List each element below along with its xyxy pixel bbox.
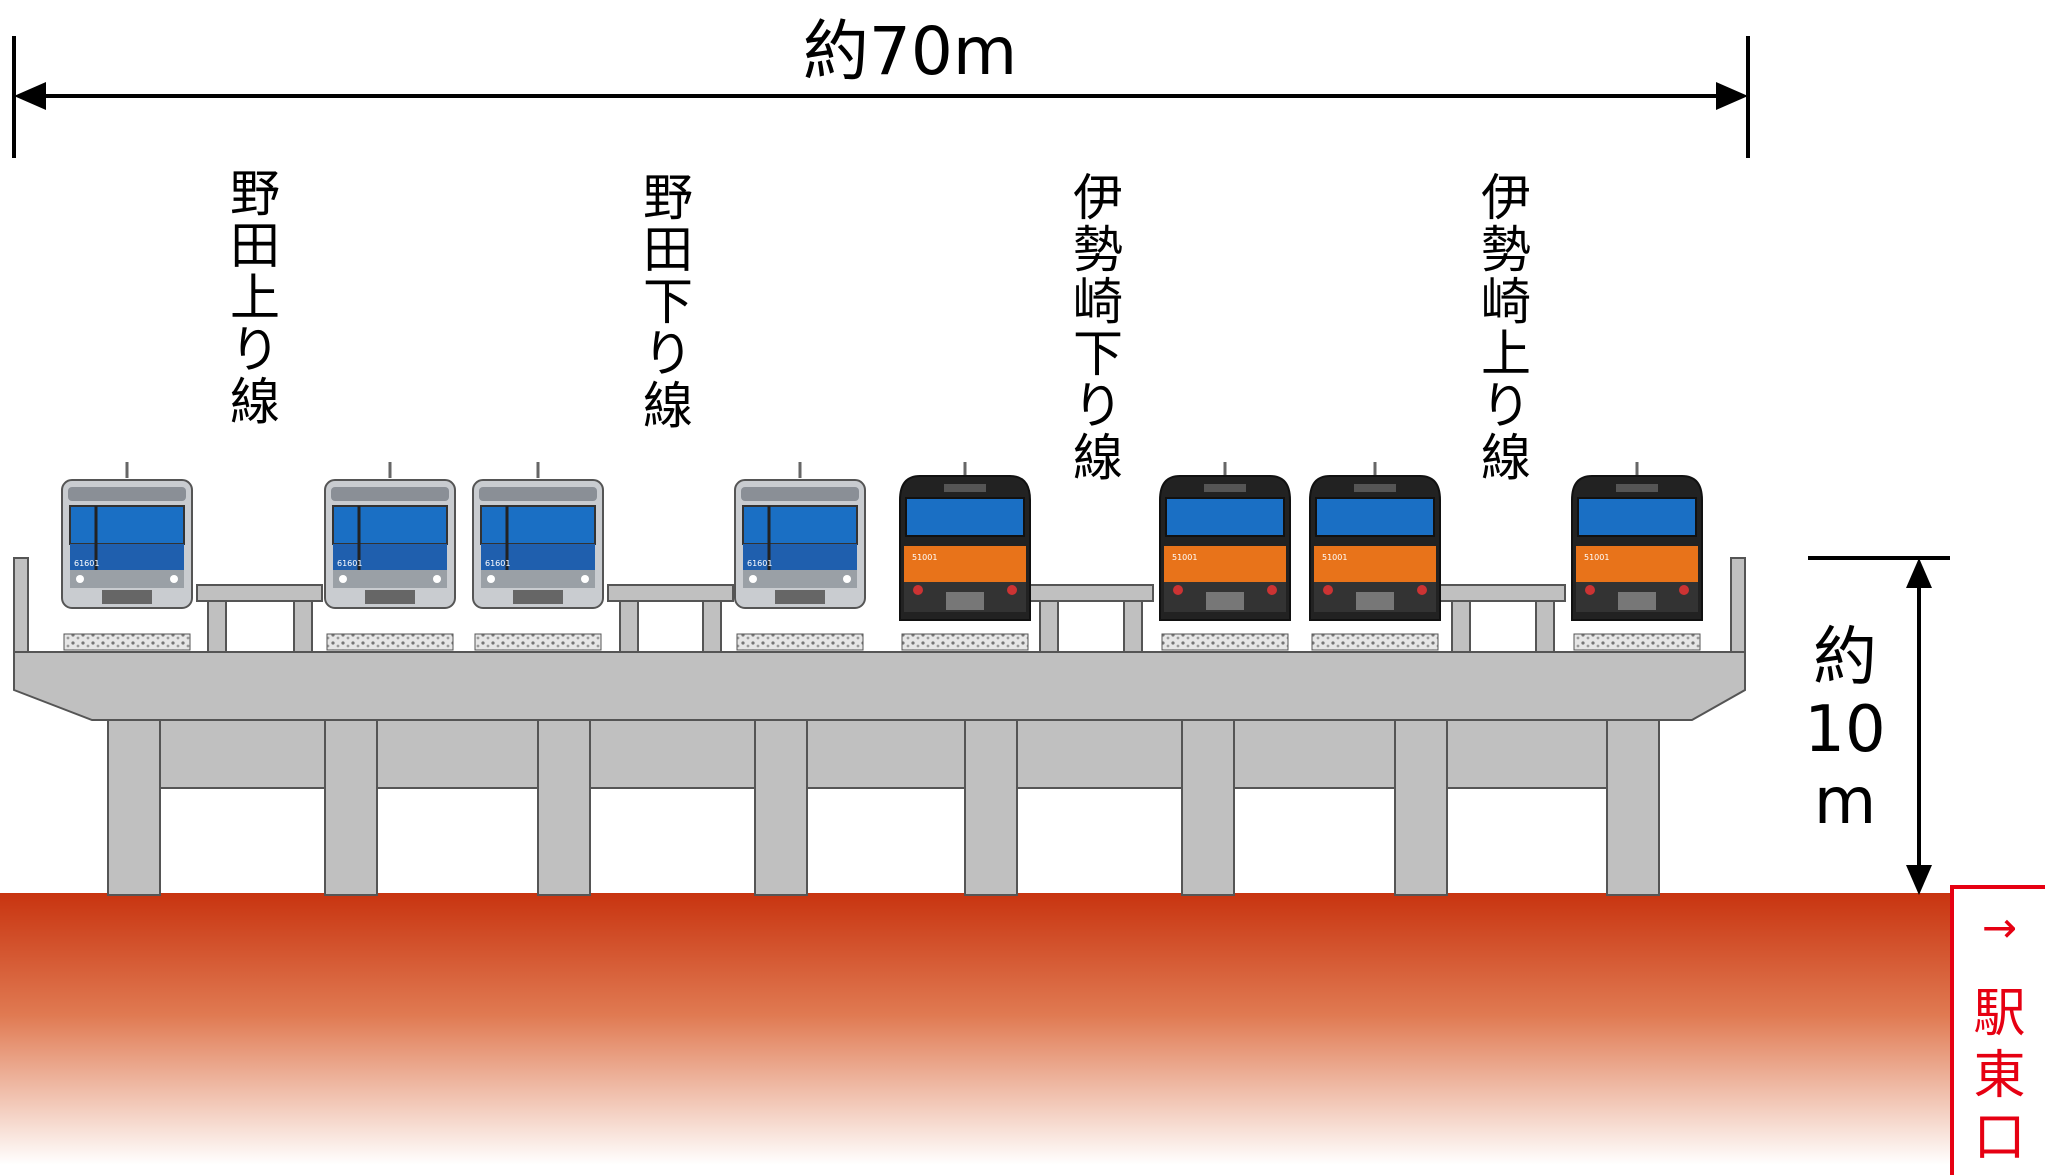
train-isesaki: 51001 xyxy=(899,462,1031,651)
platform-noda-down xyxy=(607,584,734,653)
track-label-noda-down: 野田下り線 xyxy=(643,169,693,435)
train-isesaki: 51001 xyxy=(1309,462,1441,651)
train-number: 51001 xyxy=(1322,553,1347,562)
train-number: 51001 xyxy=(1584,553,1609,562)
ground xyxy=(0,893,2045,1165)
train-number: 61601 xyxy=(337,559,362,568)
viaduct-deck xyxy=(13,651,1746,721)
parapet-right xyxy=(1730,557,1746,653)
train-number: 61601 xyxy=(485,559,510,568)
viaduct-beams xyxy=(159,719,1608,789)
train-number: 61601 xyxy=(74,559,99,568)
width-dimension xyxy=(12,36,1750,158)
platforms xyxy=(196,584,1566,653)
train-isesaki: 51001 xyxy=(1571,462,1703,651)
train-number: 51001 xyxy=(912,553,937,562)
trains: 61601 61601 61601 61601 51001 51001 51001 51001 xyxy=(61,462,1703,651)
track-label-noda-up: 野田上り線 xyxy=(230,165,280,431)
train-number: 51001 xyxy=(1172,553,1197,562)
height-dimension xyxy=(1808,556,1950,895)
platform-isesaki-up xyxy=(1439,584,1566,653)
track-label-isesaki-down: 伊勢崎下り線 xyxy=(1073,169,1123,487)
train-noda: 61601 xyxy=(472,462,604,651)
east-exit-sign: → 駅東口 xyxy=(1950,885,2045,1175)
platform-noda xyxy=(196,584,323,653)
height-dimension-label: 約10m xyxy=(1804,621,1886,839)
train-noda: 61601 xyxy=(734,462,866,651)
train-number: 61601 xyxy=(747,559,772,568)
exit-label: 駅東口 xyxy=(1973,984,2026,1168)
train-noda: 61601 xyxy=(61,462,193,651)
arrow-right-icon: → xyxy=(1981,903,2018,952)
width-dimension-label: 約70m xyxy=(802,13,1018,90)
parapet-left xyxy=(13,557,29,653)
track-label-isesaki-up: 伊勢崎上り線 xyxy=(1481,169,1531,487)
train-isesaki: 51001 xyxy=(1159,462,1291,651)
platform-isesaki-down xyxy=(1027,584,1154,653)
train-noda: 61601 xyxy=(324,462,456,651)
